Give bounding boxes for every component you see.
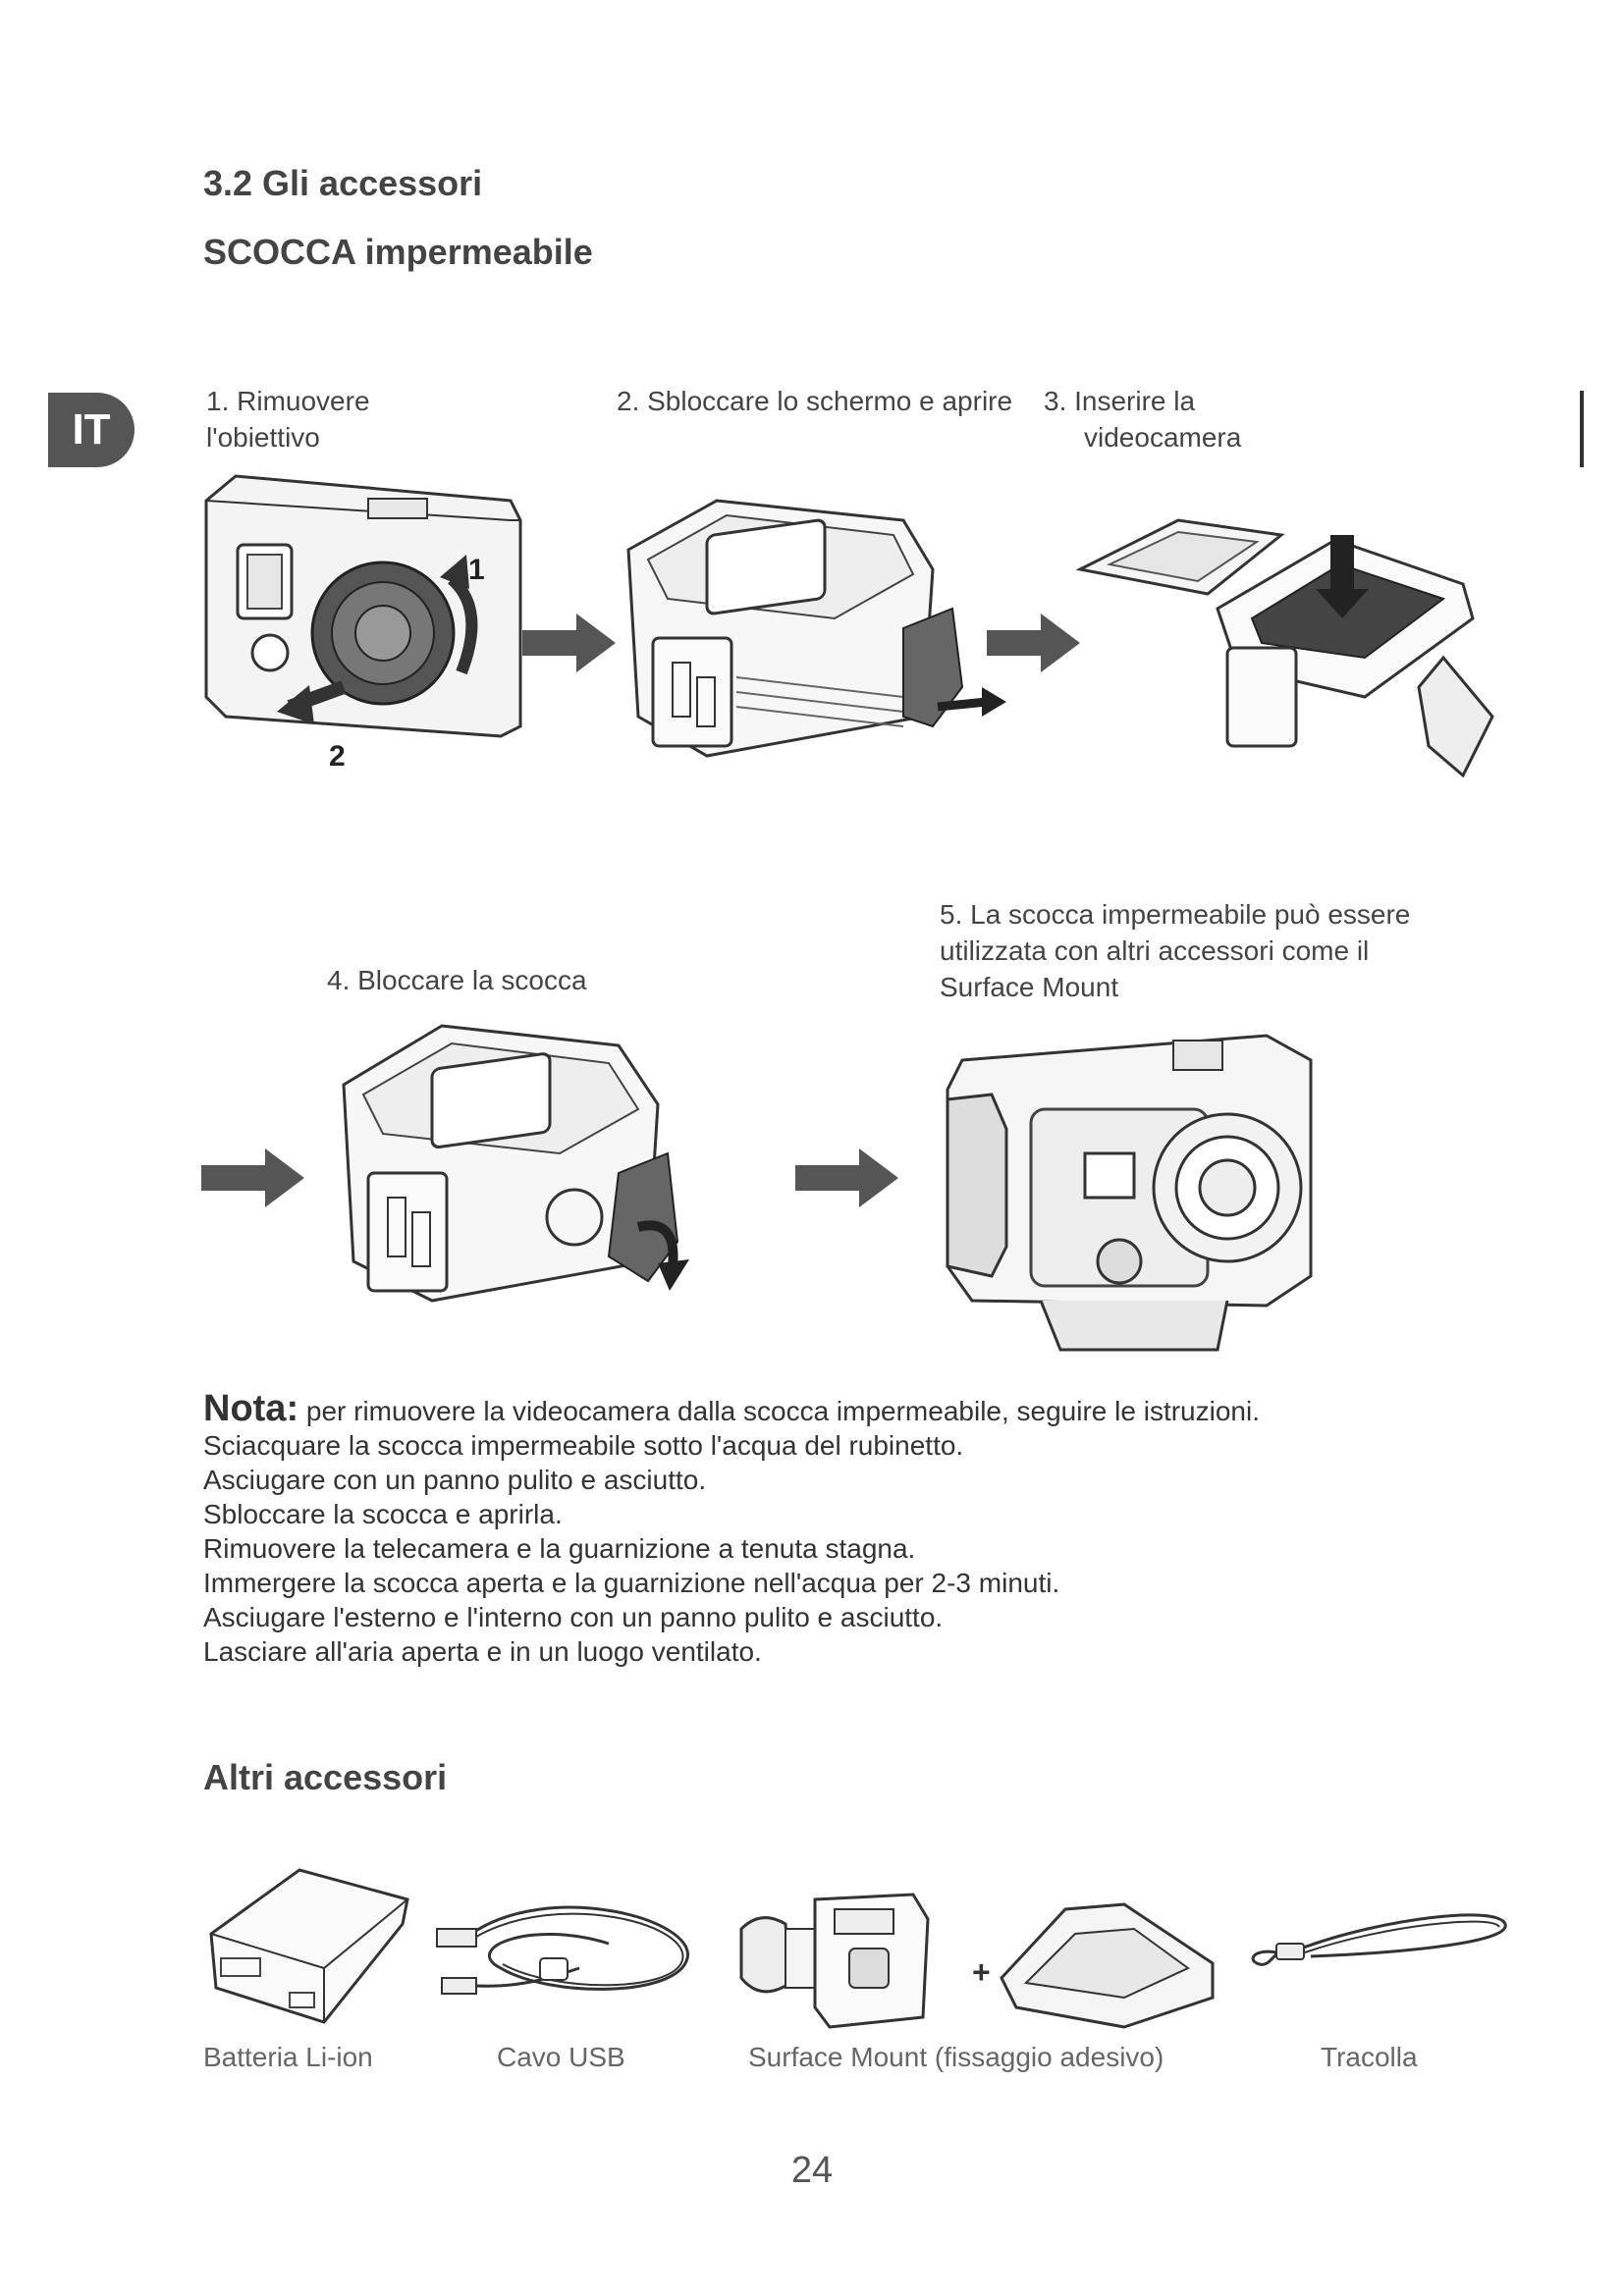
battery-illustration (209, 1868, 409, 2024)
note-first-line: per rimuovere la videocamera dalla scocc… (298, 1396, 1260, 1426)
housing-unlock-illustration (626, 499, 1006, 758)
lock-housing-illustration (342, 1024, 689, 1303)
insert-camera-illustration (1075, 518, 1494, 778)
note-label: Nota: (203, 1388, 299, 1429)
other-accessories-title: Altri accessori (203, 1757, 448, 1797)
step4-caption: 4. Bloccare la scocca (327, 965, 587, 995)
note-line: Asciugare con un panno pulito e asciutto… (203, 1465, 707, 1495)
accessory-label-surface-mount: Surface Mount (fissaggio adesivo) (748, 2042, 1164, 2072)
surface-mount-illustration: + (739, 1893, 1215, 2029)
callout-1: 1 (468, 554, 485, 586)
note-line: Sbloccare la scocca e aprirla. (203, 1499, 563, 1529)
note-line: Lasciare all'aria aperta e in un luogo v… (203, 1636, 762, 1667)
housing-surface-mount-illustration (946, 1034, 1313, 1352)
subsection-title: SCOCCA impermeabile (203, 232, 593, 272)
strap-illustration (1251, 1913, 1507, 1966)
section-title: 3.2 Gli accessori (203, 163, 483, 203)
arrow-right-icon (201, 1148, 304, 1207)
page-number: 24 (790, 2150, 834, 2191)
note-line: Rimuovere la telecamera e la guarnizione… (203, 1533, 916, 1564)
step2-caption: 2. Sbloccare lo schermo e aprire (617, 386, 1013, 416)
note-block: Nota: per rimuovere la videocamera dalla… (203, 1390, 1480, 1669)
usb-cable-illustration (436, 1905, 689, 1995)
callout-2: 2 (329, 740, 346, 773)
page-edge-marker (1580, 391, 1584, 467)
camera-remove-lens-illustration: 1 2 (204, 474, 522, 773)
arrow-right-icon (987, 614, 1080, 672)
note-line: Sciacquare la scocca impermeabile sotto … (203, 1430, 964, 1461)
accessory-label-usb: Cavo USB (497, 2042, 625, 2072)
arrow-right-icon (795, 1148, 898, 1207)
arrow-right-icon (522, 614, 616, 672)
note-line: Immergere la scocca aperta e la guarnizi… (203, 1568, 1060, 1598)
plus-sign: + (972, 1954, 991, 1990)
note-line: Asciugare l'esterno e l'interno con un p… (203, 1602, 944, 1632)
accessory-label-strap: Tracolla (1321, 2042, 1418, 2072)
language-tab: IT (48, 393, 135, 467)
accessory-label-battery: Batteria Li-ion (203, 2042, 373, 2072)
